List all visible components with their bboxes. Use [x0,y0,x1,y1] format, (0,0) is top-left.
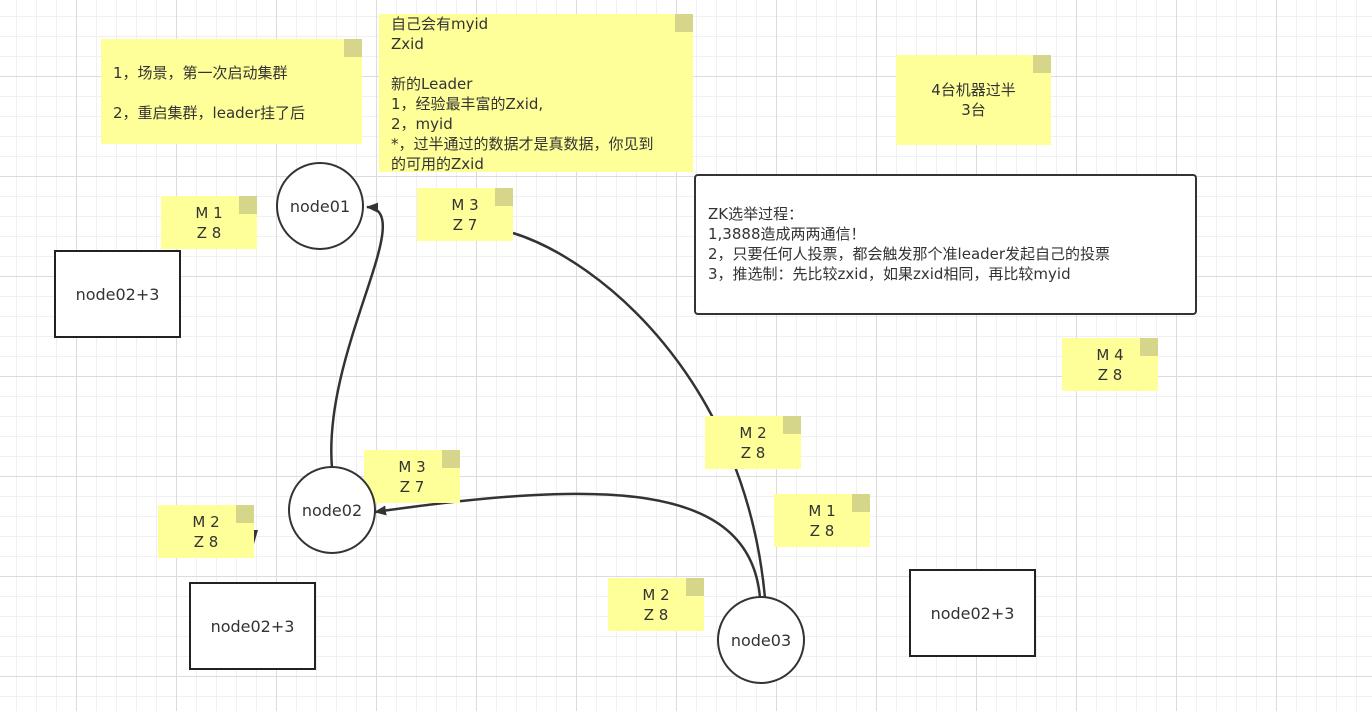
note-vote-m3-z7[interactable]: M 3 Z 7 [417,188,513,241]
node01-circle[interactable]: node01 [276,162,364,250]
note-line: Z 8 [643,605,669,624]
note-vote-m1-z8[interactable]: M 1 Z 8 [774,494,870,547]
note-vote-m4-z8[interactable]: M 4 Z 8 [1062,338,1158,391]
edge-node03-to-node02[interactable] [374,492,762,599]
note-line: Z 7 [399,477,425,496]
note-line: 4台机器过半 [931,81,1016,99]
edge-node02-to-node01[interactable] [330,202,385,469]
node-label: node03 [730,630,792,650]
note-line: 2，myid [391,115,453,133]
note-line: 新的Leader [391,75,473,93]
box-label: node02+3 [210,616,295,636]
note-line: M 1 [808,501,836,520]
panel-line: ZK选举过程： [708,205,804,223]
note-line: Zxid [391,35,424,53]
note-vote-m3-z7[interactable]: M 3 Z 7 [364,450,460,503]
note-scenario[interactable]: 1，场景，第一次启动集群 2，重启集群，leader挂了后 [101,39,362,144]
note-majority[interactable]: 4台机器过半 3台 [896,55,1051,145]
note-vote-m2-z8[interactable]: M 2 Z 8 [158,505,254,558]
note-line: Z 8 [1097,365,1123,384]
note-vote-m2-z8[interactable]: M 2 Z 8 [705,416,801,469]
note-line: Z 7 [452,215,478,234]
note-line: M 2 [642,585,670,604]
box-label: node02+3 [75,284,160,304]
note-line: Z 8 [740,443,766,462]
node-group-box[interactable]: node02+3 [189,582,316,670]
note-myid-zxid[interactable]: 自己会有myid Zxid 新的Leader 1，经验最丰富的Zxid, 2，m… [379,14,693,173]
node02-circle[interactable]: node02 [288,466,376,554]
edge-node03-to-node01[interactable] [512,231,767,599]
note-line [391,54,681,74]
note-line: *，过半通过的数据才是真数据，你见到 [391,135,654,153]
note-line: M 2 [739,423,767,442]
note-line [113,83,350,103]
node-label: node01 [289,196,351,216]
note-line: Z 8 [193,532,219,551]
note-line: 2，重启集群，leader挂了后 [113,104,306,122]
note-line: 的可用的Zxid [391,155,484,173]
note-vote-m1-z8[interactable]: M 1 Z 8 [161,196,257,249]
election-process-panel[interactable]: ZK选举过程： 1,3888造成两两通信！ 2，只要任何人投票，都会触发那个准l… [694,174,1197,315]
node-group-box[interactable]: node02+3 [909,569,1036,657]
note-line: M 4 [1096,345,1124,364]
note-line: M 3 [451,195,479,214]
panel-line: 2，只要任何人投票，都会触发那个准leader发起自己的投票 [708,245,1111,263]
note-line: Z 8 [809,521,835,540]
note-line: 1，经验最丰富的Zxid, [391,95,544,113]
note-line: 3台 [961,101,986,119]
note-line: 自己会有myid [391,15,489,33]
panel-line: 3，推选制：先比较zxid，如果zxid相同，再比较myid [708,265,1071,283]
note-line: 1，场景，第一次启动集群 [113,64,288,82]
note-line: M 3 [398,457,426,476]
note-line: M 2 [192,512,220,531]
node03-circle[interactable]: node03 [717,596,805,684]
note-vote-m2-z8[interactable]: M 2 Z 8 [608,578,704,631]
node-group-box[interactable]: node02+3 [54,250,181,338]
note-line: M 1 [195,203,223,222]
node-label: node02 [301,500,363,520]
box-label: node02+3 [930,603,1015,623]
note-line: Z 8 [196,223,222,242]
panel-line: 1,3888造成两两通信！ [708,225,866,243]
